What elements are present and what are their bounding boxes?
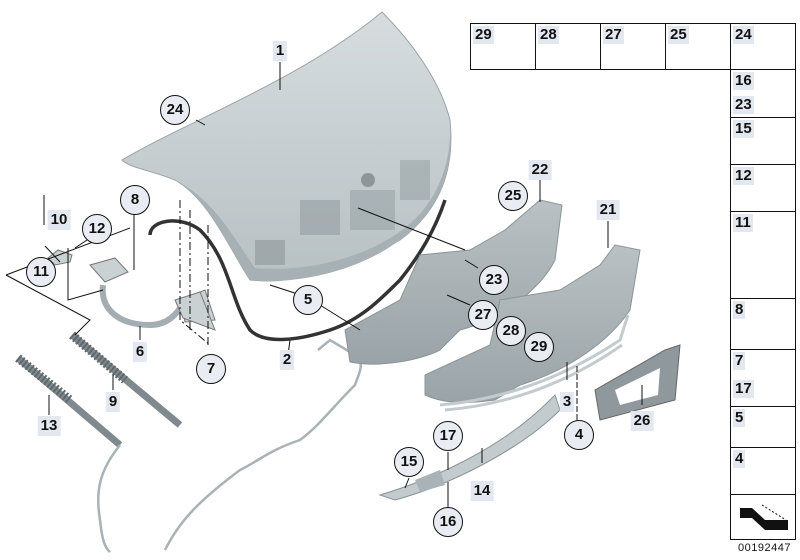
callout-10: 10 — [47, 210, 71, 230]
legend-cell-set-symbol — [730, 494, 796, 540]
callout-12: 12 — [82, 214, 112, 244]
license-plate-frame-part — [594, 344, 681, 421]
legend-cell-4: 4 — [730, 447, 796, 495]
legend-cell-27: 27 — [600, 23, 666, 70]
callout-21: 21 — [596, 200, 620, 220]
document-number: 00192447 — [738, 542, 791, 554]
callout-26: 26 — [630, 411, 654, 431]
callout-9: 9 — [105, 392, 121, 412]
callout-14: 14 — [470, 481, 494, 501]
legend-cell-24: 24 — [730, 23, 796, 70]
callout-5: 5 — [293, 285, 323, 315]
callout-25: 25 — [498, 181, 528, 211]
callout-4: 4 — [564, 420, 594, 450]
callout-27: 27 — [468, 300, 498, 330]
callout-16: 16 — [433, 507, 463, 537]
legend-cell-28: 28 — [535, 23, 601, 70]
trunk-lid-part — [121, 11, 452, 282]
seal-gasket-part — [148, 199, 447, 342]
legend-cell-25: 25 — [665, 23, 731, 70]
callout-1: 1 — [272, 41, 288, 61]
callout-17: 17 — [433, 421, 463, 451]
callout-6: 6 — [132, 342, 148, 362]
callout-15: 15 — [394, 447, 424, 477]
gas-strut-part-2 — [15, 354, 123, 448]
callout-22: 22 — [528, 160, 552, 180]
trim-panel-part-21 — [424, 244, 641, 403]
callout-13: 13 — [37, 416, 61, 436]
gas-strut-part — [69, 331, 183, 428]
legend-cell-15: 15 — [730, 117, 796, 165]
callout-23: 23 — [479, 265, 509, 295]
legend-cell-29: 29 — [470, 23, 536, 70]
callout-3: 3 — [559, 392, 575, 412]
legend-cell-11: 11 — [730, 211, 796, 299]
wiring-harness-part — [96, 338, 362, 553]
callout-7: 7 — [196, 354, 226, 384]
callout-11: 11 — [26, 257, 56, 287]
callout-24: 24 — [160, 95, 190, 125]
callout-29: 29 — [524, 332, 554, 362]
callout-2: 2 — [279, 350, 295, 370]
callout-28: 28 — [496, 316, 526, 346]
callout-8: 8 — [120, 185, 150, 215]
trim-strip-part — [439, 314, 630, 412]
legend-cell-5: 5 — [730, 406, 796, 448]
legend-cell-8: 8 — [730, 298, 796, 350]
legend-cell-12: 12 — [730, 164, 796, 212]
